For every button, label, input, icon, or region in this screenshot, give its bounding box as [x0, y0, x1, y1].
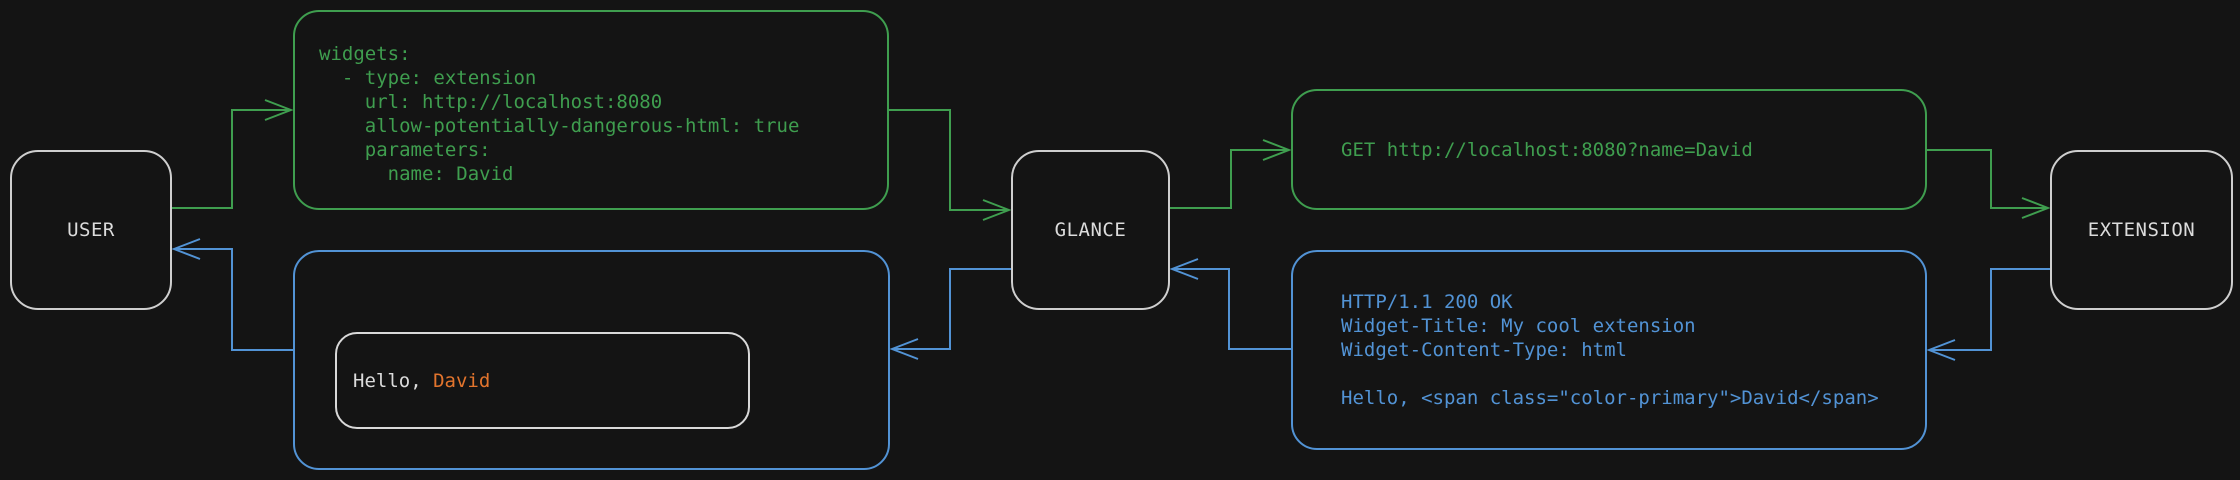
- arrow-extension-to-response: [1929, 268, 2050, 350]
- http-response-box: HTTP/1.1 200 OK Widget-Title: My cool ex…: [1291, 250, 1927, 450]
- response-line: HTTP/1.1 200 OK: [1341, 291, 1513, 313]
- http-request-text: GET http://localhost:8080?name=David: [1341, 138, 1753, 161]
- node-extension-label: EXTENSION: [2087, 219, 2196, 241]
- http-request-box: GET http://localhost:8080?name=David: [1291, 89, 1927, 210]
- arrow-request-to-extension: [1927, 149, 2048, 208]
- response-line: Hello, <span class="color-primary">David…: [1341, 387, 1879, 409]
- config-line: url: http://localhost:8080: [319, 91, 663, 113]
- arrow-response-to-glance: [1172, 269, 1291, 350]
- config-line: widgets:: [319, 43, 411, 65]
- config-line: allow-potentially-dangerous-html: true: [319, 115, 800, 137]
- node-extension: EXTENSION: [2050, 150, 2233, 310]
- config-line: - type: extension: [319, 67, 537, 89]
- response-line: Widget-Content-Type: html: [1341, 339, 1627, 361]
- widget-greeting-prefix: Hello,: [353, 369, 434, 392]
- node-user-label: USER: [67, 219, 115, 241]
- config-line: name: David: [319, 163, 514, 185]
- widget-greeting-name: David: [433, 369, 491, 392]
- node-glance: GLANCE: [1011, 150, 1170, 310]
- node-glance-label: GLANCE: [1054, 219, 1127, 241]
- rendered-widget-box: MY COOL EXTENSION Hello, David: [293, 250, 890, 470]
- arrow-widget-to-user: [174, 249, 293, 351]
- config-line: parameters:: [319, 139, 491, 161]
- arrow-glance-to-widget: [892, 268, 1011, 349]
- arrow-config-to-glance: [889, 109, 1009, 210]
- arrow-user-to-config: [172, 110, 291, 209]
- response-line: [1341, 362, 1905, 386]
- response-line: Widget-Title: My cool extension: [1341, 315, 1696, 337]
- node-user: USER: [10, 150, 172, 310]
- arrow-glance-to-request: [1170, 150, 1289, 209]
- config-yaml-box: widgets: - type: extension url: http://l…: [293, 10, 889, 210]
- widget-inner-box: Hello, David: [335, 332, 750, 429]
